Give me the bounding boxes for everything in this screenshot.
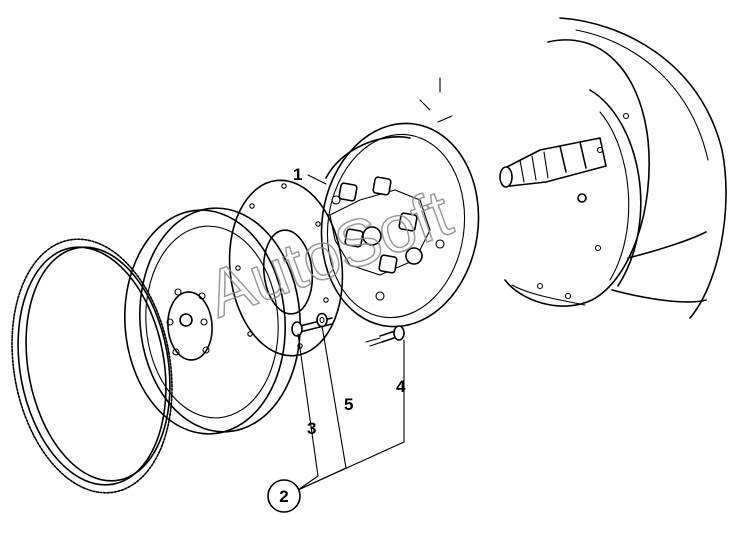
input-shaft	[499, 137, 607, 188]
callout-1: 1	[293, 165, 302, 184]
bolt-4	[365, 325, 405, 347]
flywheel	[124, 207, 301, 435]
callout-5: 5	[344, 395, 353, 414]
callout-2: 2	[279, 487, 288, 506]
callout-3: 3	[307, 419, 316, 438]
transmission-housing	[419, 17, 727, 319]
washer-5	[316, 312, 328, 328]
flexplate	[228, 179, 344, 357]
callout-2-circle	[267, 479, 301, 513]
ring-gear	[11, 238, 173, 494]
leader-lines	[297, 174, 405, 491]
callout-4: 4	[396, 377, 406, 396]
torque-converter-assembly	[320, 122, 480, 328]
